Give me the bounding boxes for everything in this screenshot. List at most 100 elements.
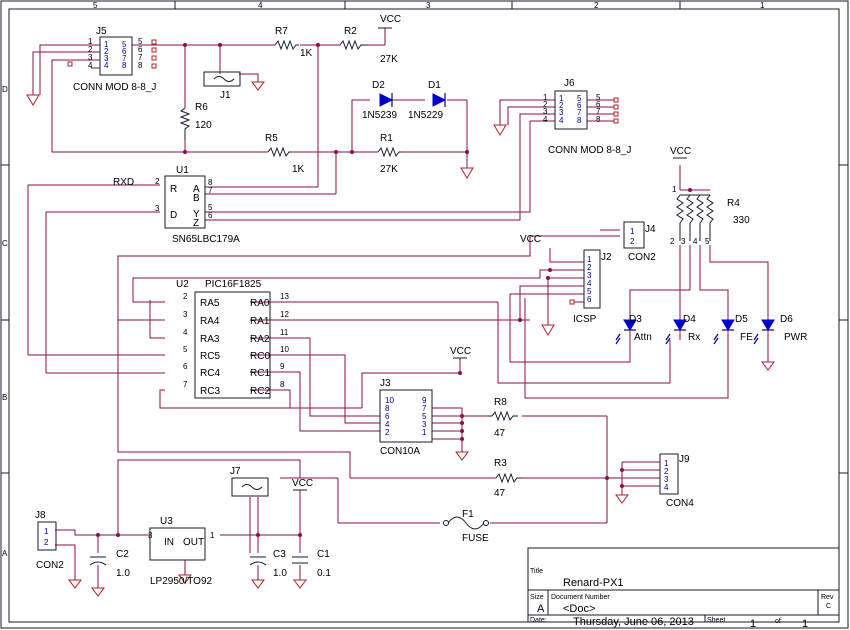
connector-j3: J3 CON10A 10 8 6 4 2 9 7 5 3 1	[379, 378, 433, 457]
svg-text:3: 3	[104, 54, 109, 63]
svg-text:6: 6	[183, 362, 188, 371]
svg-text:1K: 1K	[300, 48, 313, 59]
svg-text:CON2: CON2	[36, 560, 64, 571]
svg-text:11: 11	[280, 328, 289, 337]
svg-text:J3: J3	[380, 378, 391, 389]
junction-dots	[96, 43, 692, 537]
ground-j6	[493, 124, 507, 136]
ic-u1: U1 SN65LBC179A R D A B Y Z 2 3 8 7 5 6	[155, 165, 240, 245]
svg-text:8: 8	[208, 178, 213, 187]
svg-text:5: 5	[138, 37, 143, 46]
svg-text:R5: R5	[265, 133, 278, 144]
svg-text:RA0: RA0	[250, 298, 270, 309]
svg-text:R4: R4	[727, 198, 740, 209]
svg-text:6: 6	[577, 101, 582, 110]
connector-j2-icsp: J2 ICSP 1 2 3 4 5 6	[569, 249, 612, 325]
svg-text:U1: U1	[176, 165, 189, 176]
svg-text:6: 6	[138, 45, 143, 54]
j1-ref: J1	[220, 90, 231, 101]
svg-text:U2: U2	[176, 279, 189, 290]
svg-text:PIC16F1825: PIC16F1825	[205, 279, 262, 290]
svg-text:Y: Y	[193, 209, 200, 220]
resistor-r7: R7 1K	[274, 26, 313, 59]
svg-text:0.1: 0.1	[317, 568, 331, 579]
svg-text:2: 2	[385, 428, 390, 437]
svg-text:1: 1	[210, 531, 215, 540]
svg-text:RA5: RA5	[200, 298, 220, 309]
svg-text:C2: C2	[116, 549, 129, 560]
ground-j5	[26, 94, 40, 106]
svg-text:D6: D6	[780, 314, 793, 325]
svg-text:8: 8	[280, 380, 285, 389]
rev-label: Rev	[821, 594, 834, 601]
vcc-label-j3: VCC	[450, 346, 471, 357]
svg-text:3: 3	[681, 237, 686, 246]
svg-text:D5: D5	[735, 314, 748, 325]
svg-text:RC4: RC4	[200, 368, 220, 379]
svg-text:5: 5	[183, 345, 188, 354]
svg-text:R8: R8	[494, 397, 507, 408]
svg-text:5: 5	[596, 93, 601, 102]
ground-symbols	[26, 81, 775, 597]
zener-d2: D2 1N5239	[362, 80, 397, 121]
svg-text:6: 6	[385, 412, 390, 421]
capacitor-c1: C1 0.1	[292, 549, 331, 579]
svg-text:1: 1	[664, 459, 669, 468]
title-value: Renard-PX1	[563, 577, 624, 589]
of-label: of	[775, 618, 781, 625]
ground-c3	[251, 579, 265, 589]
svg-text:R2: R2	[344, 26, 357, 37]
svg-text:1: 1	[587, 255, 592, 264]
svg-text:FE: FE	[740, 332, 753, 343]
svg-text:1: 1	[88, 37, 93, 46]
svg-text:3: 3	[155, 204, 160, 213]
svg-text:J9: J9	[679, 454, 690, 465]
svg-text:9: 9	[280, 362, 285, 371]
svg-text:5: 5	[208, 203, 213, 212]
svg-text:7: 7	[138, 53, 143, 62]
jumper-j1: J1	[203, 71, 241, 101]
svg-text:330: 330	[733, 215, 750, 226]
svg-text:1.0: 1.0	[116, 568, 130, 579]
regulator-u3: U3 LP2950/TO92 IN OUT 3 1	[148, 516, 215, 587]
svg-text:4: 4	[183, 328, 188, 337]
svg-text:1: 1	[44, 527, 49, 536]
svg-text:5: 5	[577, 94, 582, 103]
svg-text:R6: R6	[195, 102, 208, 113]
svg-text:D: D	[170, 210, 177, 221]
svg-text:CON10A: CON10A	[380, 446, 420, 457]
svg-text:120: 120	[195, 120, 212, 131]
svg-text:9: 9	[422, 396, 427, 405]
svg-text:R: R	[170, 184, 177, 195]
of-value: 1	[802, 618, 808, 630]
svg-text:D2: D2	[372, 80, 385, 91]
connector-j6: J6 CONN MOD 8-8_J 1 2 3 4 1 2 3 4 5 6 7 …	[543, 78, 631, 156]
svg-text:1: 1	[630, 227, 635, 236]
svg-text:2: 2	[664, 467, 669, 476]
ground-j8	[68, 579, 82, 589]
j5-ref: J5	[96, 26, 107, 37]
svg-text:47: 47	[494, 488, 506, 499]
svg-text:27K: 27K	[380, 164, 398, 175]
connector-j9: J9 CON4 1 2 3 4	[659, 453, 694, 509]
j5-value: CONN MOD 8-8_J	[73, 82, 156, 93]
svg-text:2: 2	[88, 45, 93, 54]
svg-text:J2: J2	[601, 252, 612, 263]
svg-text:7: 7	[596, 107, 601, 116]
border-col-5: 5	[93, 1, 98, 10]
date-label: Date:	[530, 617, 547, 624]
svg-text:27K: 27K	[380, 54, 398, 65]
svg-text:2: 2	[559, 101, 564, 110]
svg-text:Z: Z	[193, 218, 199, 229]
border-col-4: 4	[258, 1, 263, 10]
led-d4: D4 Rx	[665, 314, 700, 345]
connector-j8: J8 CON2 1 2	[35, 510, 64, 571]
jumper-j7: J7	[230, 466, 269, 497]
resistor-network-r4: R4 330 1 2 3 4 5	[670, 185, 750, 246]
svg-text:6: 6	[587, 295, 592, 304]
svg-text:6: 6	[122, 47, 127, 56]
vcc-nets: VCC VCC VCC VCC VCC RXD	[113, 14, 691, 491]
svg-text:R7: R7	[275, 26, 288, 37]
